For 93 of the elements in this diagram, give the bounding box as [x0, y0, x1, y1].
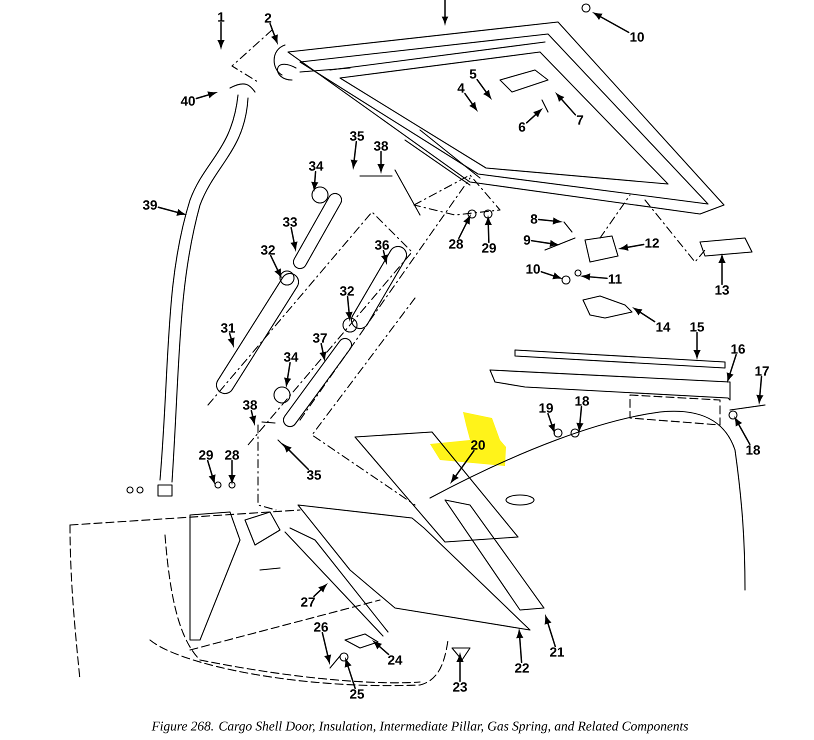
leader-line: [458, 216, 470, 240]
callout-number: 35: [350, 131, 364, 141]
callout-number: 17: [755, 366, 769, 376]
callout-number: 31: [220, 323, 236, 333]
callout-number: 6: [518, 122, 526, 132]
callout-number: 28: [449, 239, 463, 249]
leader-line: [538, 218, 561, 224]
callout-number: 10: [526, 264, 540, 274]
leader-line: [283, 444, 310, 470]
callout-number: 25: [350, 689, 364, 699]
callout-number: 19: [539, 403, 553, 413]
leader-line: [451, 450, 475, 482]
callout-number: 34: [284, 352, 298, 362]
callout-number: 36: [374, 240, 389, 250]
leader-line: [456, 654, 464, 682]
leader-line: [344, 659, 356, 690]
callout-number: 12: [645, 238, 659, 248]
leader-line: [250, 410, 256, 424]
callout-number: 37: [312, 333, 327, 343]
callout-number: 23: [453, 682, 467, 692]
callout-number: 29: [199, 450, 213, 460]
leader-line: [346, 296, 352, 320]
leader-line: [620, 244, 644, 250]
leader-line: [313, 584, 326, 598]
leader-line: [378, 150, 384, 172]
leader-line: [576, 406, 583, 431]
callout-number: 32: [340, 286, 354, 296]
leader-line: [382, 250, 388, 263]
callout-number: 14: [656, 322, 670, 332]
leader-line: [374, 641, 390, 656]
leader-line: [350, 140, 358, 168]
callout-number: 40: [180, 96, 195, 106]
callout-number: 2: [264, 13, 272, 23]
leader-line: [206, 460, 216, 483]
leader-line: [476, 78, 491, 98]
callout-number: 9: [524, 235, 530, 245]
callout-number: 11: [608, 274, 622, 284]
leader-line: [218, 22, 224, 48]
callout-number: 32: [260, 245, 275, 255]
leader-line: [516, 630, 523, 664]
callout-number: 35: [306, 470, 322, 480]
callout-number: 16: [731, 344, 745, 354]
callout-number: 13: [715, 285, 729, 295]
leader-line: [526, 109, 542, 124]
leader-line: [634, 308, 656, 322]
callout-number: 39: [142, 200, 157, 210]
leader-line: [547, 412, 555, 432]
leader-line: [270, 254, 282, 277]
leader-line: [726, 354, 737, 381]
leader-line: [228, 332, 234, 346]
figure-caption: Figure 268. Cargo Shell Door, Insulation, Intermediate Pillar, Gas Spring, and Related Components: [152, 721, 688, 734]
callout-number: 1: [218, 12, 224, 22]
callout-number: 18: [575, 396, 589, 406]
leader-line: [312, 170, 318, 190]
leader-line: [284, 362, 291, 386]
callout-number: 29: [482, 243, 496, 253]
leader-line: [756, 376, 763, 403]
leader-line: [540, 271, 561, 280]
leader-line: [464, 92, 477, 110]
leader-line: [322, 632, 331, 663]
callout-number: 21: [550, 647, 564, 657]
callout-number: 27: [301, 597, 315, 607]
leader-line: [582, 274, 608, 280]
callout-number: 26: [314, 622, 328, 632]
leader-line: [530, 240, 558, 247]
leader-line: [544, 616, 556, 648]
callout-number: 18: [746, 445, 760, 455]
leader-line: [269, 22, 278, 43]
callout-number: 38: [242, 400, 257, 410]
callout-number: 10: [630, 32, 644, 42]
leader-line: [734, 418, 751, 446]
leader-line: [290, 226, 298, 250]
callout-number: 33: [282, 217, 297, 227]
callout-number: 20: [471, 440, 485, 450]
callout-number: 38: [374, 141, 388, 151]
leader-line: [158, 206, 185, 216]
callout-number: 28: [225, 450, 239, 460]
callout-number: 5: [470, 69, 476, 79]
callout-number: 34: [308, 161, 324, 171]
leader-line: [228, 460, 236, 483]
leader-line: [718, 255, 726, 286]
callout-number: 24: [388, 655, 402, 665]
leader-line: [556, 94, 576, 116]
leader-line: [320, 342, 326, 360]
callout-number: 7: [576, 115, 584, 125]
leader-line: [594, 12, 630, 34]
leader-line: [196, 92, 216, 100]
leader-line: [694, 332, 700, 358]
callout-number: 4: [458, 83, 465, 93]
callout-number: 15: [690, 322, 704, 332]
callout-number: 22: [515, 663, 529, 673]
leader-line: [485, 217, 492, 244]
callout-number: 8: [530, 214, 538, 224]
